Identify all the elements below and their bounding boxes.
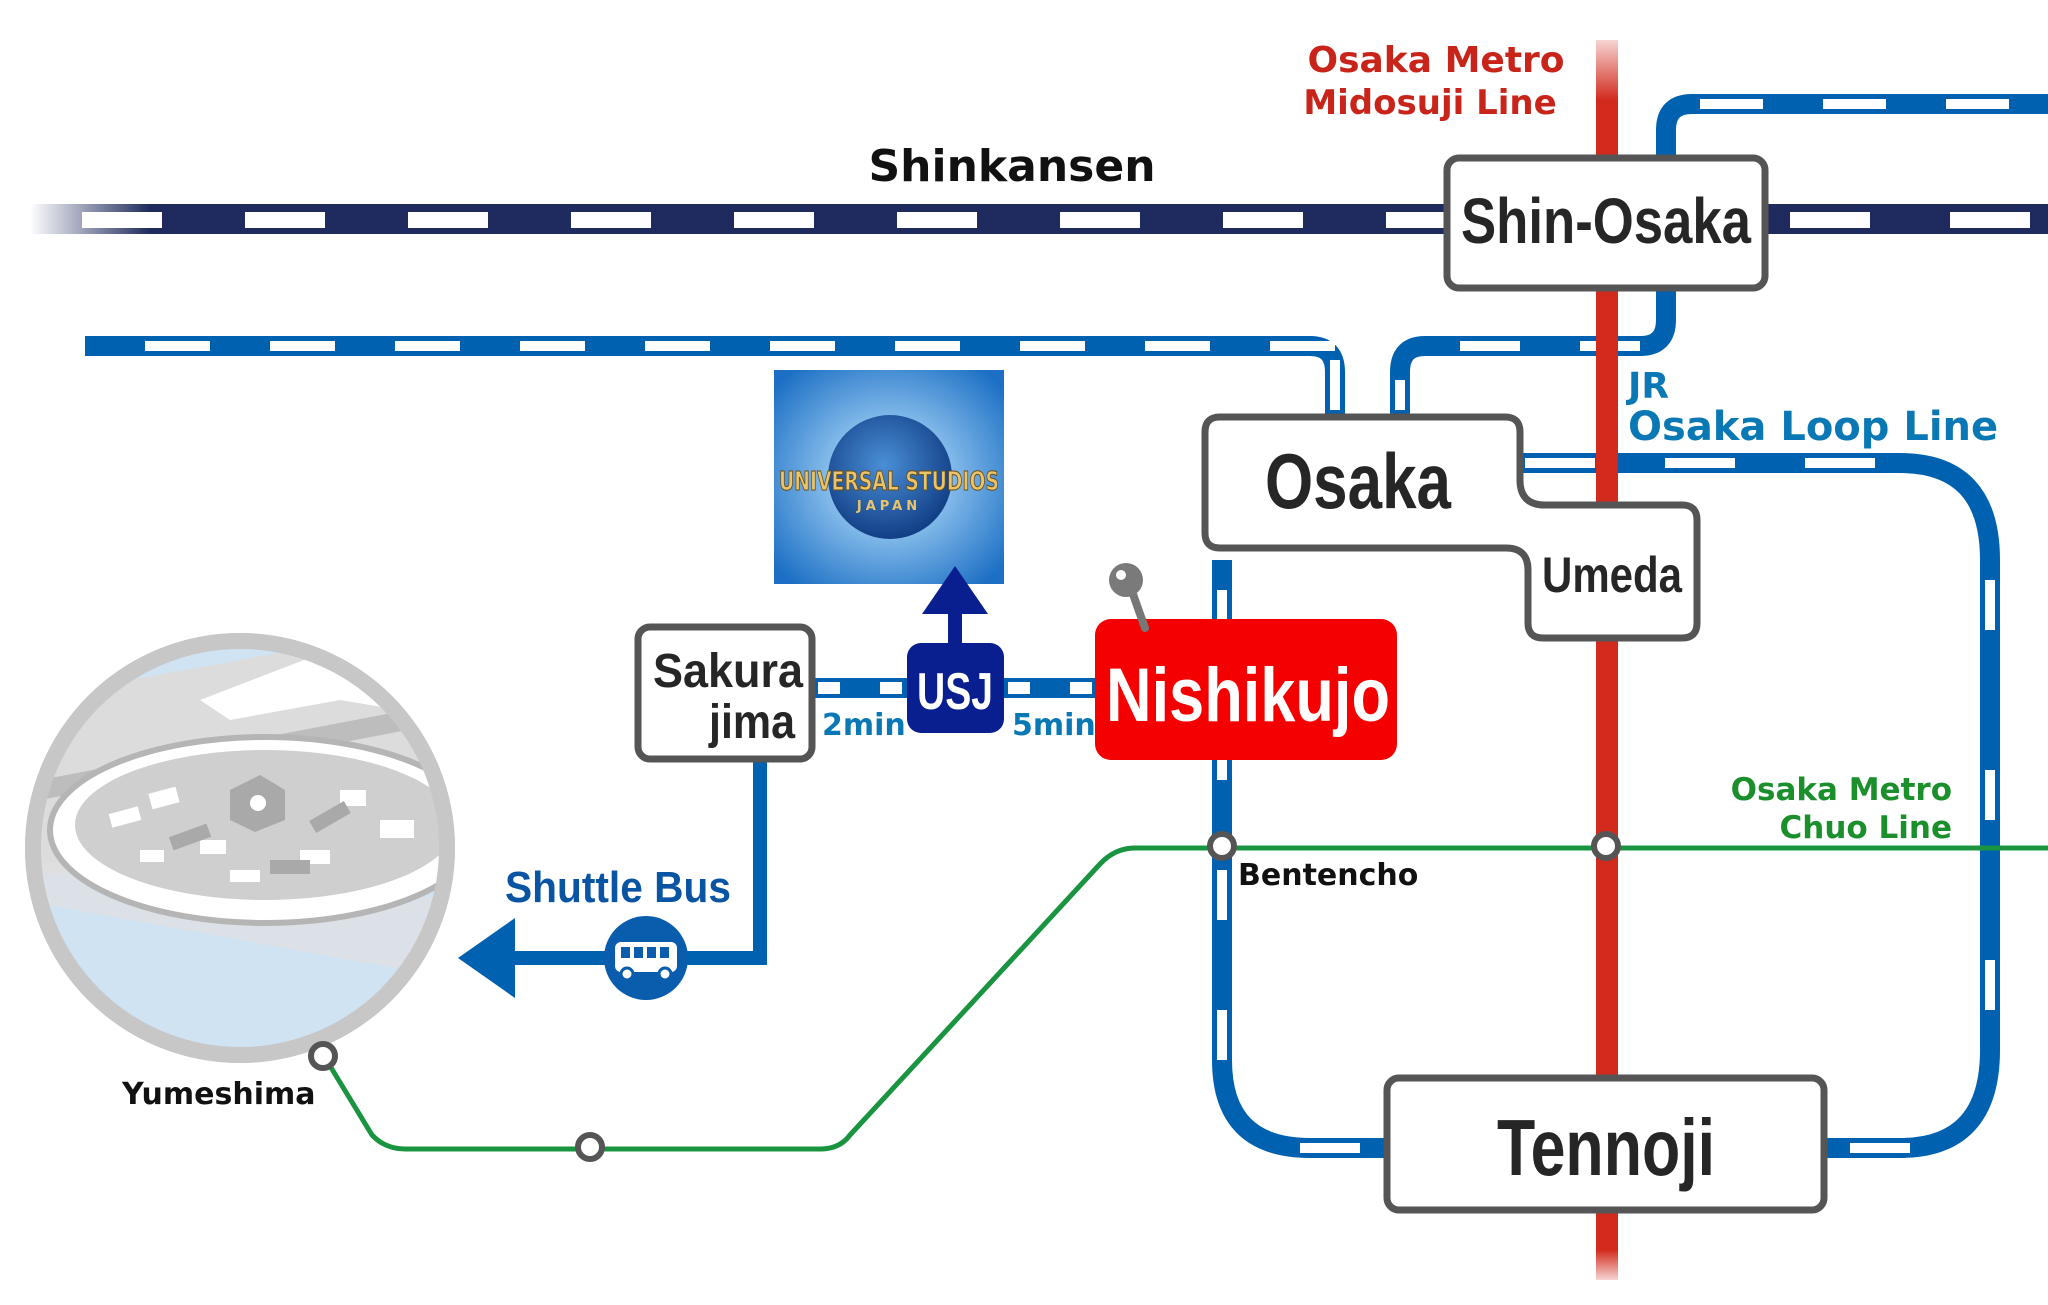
yumeshima-expo-illustration (25, 633, 455, 1063)
jr-west-line (85, 94, 2048, 420)
track-dash (1823, 99, 1886, 109)
travel-time-sakurajima-usj: 2min (822, 708, 906, 743)
track-dash (1985, 960, 1995, 1010)
station-shin-osaka[interactable]: Shin-Osaka (1443, 154, 1769, 292)
track-dash (897, 212, 977, 228)
loop-line-label-line2: Osaka Loop Line (1628, 404, 1998, 450)
track-dash (1805, 458, 1875, 468)
track-dash (645, 341, 710, 351)
station-marker-cosmosquare[interactable] (575, 1132, 605, 1162)
track-dash (1217, 1010, 1227, 1060)
track-dash (1985, 770, 1995, 820)
station-name: Tennoji (1497, 1103, 1715, 1192)
station-usj[interactable]: USJ (907, 643, 1004, 733)
universal-studios-japan-logo[interactable]: UNIVERSAL STUDIOS JAPAN (774, 370, 1004, 584)
track-dash (1395, 380, 1405, 410)
station-name-osaka: Osaka (1265, 437, 1451, 525)
station-sakurajima[interactable]: Sakura jima (634, 623, 816, 763)
station-marker-yumeshima[interactable] (308, 1041, 338, 1071)
station-name-yumeshima: Yumeshima (121, 1077, 316, 1112)
track-dash (395, 341, 460, 351)
station-name: Shin-Osaka (1461, 185, 1751, 257)
chuo-line-label-line2: Chuo Line (1780, 810, 1952, 846)
track-dash (1700, 99, 1763, 109)
travel-time-usj-nishikujo: 5min (1012, 708, 1096, 743)
station-nishikujo[interactable]: Nishikujo (1095, 619, 1397, 760)
track-dash (82, 212, 162, 228)
chuo-line (321, 845, 2048, 1152)
shinkansen-label: Shinkansen (868, 141, 1155, 192)
track-dash (1946, 99, 2009, 109)
station-marker-bentencho[interactable] (1207, 831, 1237, 861)
track-dash (145, 341, 210, 351)
station-osaka-umeda[interactable]: Osaka Umeda (1201, 413, 1701, 642)
track-dash (1460, 341, 1520, 351)
chuo-line-label-line1: Osaka Metro (1731, 772, 1952, 808)
midosuji-line (1596, 40, 1618, 1280)
track-dash (1217, 870, 1227, 920)
usj-logo-subtitle: JAPAN (856, 499, 921, 514)
track-dash (520, 341, 585, 351)
track-dash (1330, 360, 1340, 410)
map-pin-icon (1109, 563, 1149, 632)
station-name-umeda: Umeda (1542, 547, 1683, 603)
track-dash (1060, 212, 1140, 228)
station-tennoji[interactable]: Tennoji (1383, 1074, 1828, 1214)
arrow-left-icon (458, 918, 515, 998)
arrow-up-icon (922, 566, 988, 652)
track-dash (245, 212, 325, 228)
track-dash (1270, 341, 1335, 351)
track-dash (1300, 1143, 1360, 1153)
station-name: USJ (917, 663, 993, 721)
track-dash (1950, 212, 2030, 228)
track-dash (1790, 212, 1870, 228)
track-dash (1217, 590, 1227, 640)
track-dash (1145, 341, 1210, 351)
bus-icon[interactable] (604, 916, 688, 1000)
track-dash (1223, 212, 1303, 228)
shuttle-bus-label: Shuttle Bus (505, 863, 731, 912)
station-marker-hommachi[interactable] (1591, 831, 1621, 861)
track-dash (1850, 1143, 1910, 1153)
station-name-line1: Sakura (653, 645, 803, 698)
midosuji-label-line2: Midosuji Line (1303, 83, 1556, 123)
track-dash (270, 341, 335, 351)
track-dash (895, 341, 960, 351)
track-dash (734, 212, 814, 228)
track-dash (770, 341, 835, 351)
track-dash (1665, 458, 1735, 468)
loop-line-label-line1: JR (1625, 366, 1669, 407)
track-dash (1525, 458, 1595, 468)
midosuji-label-line1: Osaka Metro (1307, 40, 1564, 81)
station-name-bentencho: Bentencho (1238, 858, 1418, 893)
track-dash (1985, 580, 1995, 630)
usj-logo-title: UNIVERSAL STUDIOS (779, 467, 999, 497)
station-name: Nishikujo (1106, 653, 1390, 738)
track-dash (571, 212, 651, 228)
track-dash (408, 212, 488, 228)
track-dash (1020, 341, 1085, 351)
station-name-line2: jima (708, 696, 795, 749)
